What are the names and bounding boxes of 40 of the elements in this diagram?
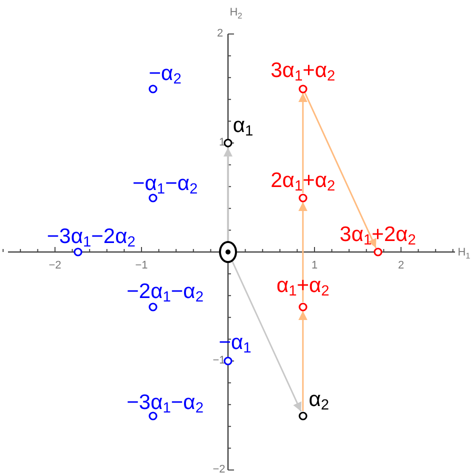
- root-label: −2α$_{1}$−α$_{2}$: [126, 280, 204, 305]
- point-marker: [148, 84, 158, 93]
- root-label: −3α$_{1}$−2α$_{2}$: [46, 226, 136, 250]
- root-label: 2α$_{1}$+α$_{2}$: [270, 169, 336, 194]
- arrow: [231, 260, 302, 412]
- tick-label: 2: [398, 260, 404, 272]
- root-label: α$_{1}$: [232, 114, 254, 140]
- root-label: −α$_{2}$: [148, 62, 182, 87]
- root-label: −3α$_{1}$−α$_{2}$: [126, 391, 204, 416]
- tick-label: −2: [48, 260, 62, 272]
- tick-label: 1: [218, 138, 226, 148]
- point-marker: [148, 193, 158, 202]
- point-marker: [373, 248, 382, 256]
- arrow: [298, 202, 308, 302]
- tick-label: −2: [212, 464, 226, 475]
- tick-label: 1: [311, 260, 318, 272]
- root-label: 3α$_{1}$+2α$_{2}$: [340, 224, 416, 248]
- arrow: [298, 93, 308, 193]
- arrow: [304, 92, 377, 248]
- root-label: 3α$_{1}$+α$_{2}$: [270, 59, 336, 84]
- point-marker: [298, 84, 308, 93]
- axis-label: H$_{1}$: [458, 247, 470, 261]
- root-label: −α$_{1}$−α$_{2}$: [132, 172, 198, 197]
- point-marker: [148, 302, 158, 311]
- point-marker: [298, 193, 308, 202]
- point-marker: [224, 138, 232, 148]
- arrow: [224, 148, 232, 242]
- tick-label: −1: [135, 260, 148, 272]
- axis-label: H$_{2}$: [230, 7, 242, 21]
- point-marker: [298, 302, 308, 311]
- point-marker: [224, 356, 232, 366]
- tick-label: 2: [216, 28, 224, 40]
- arrow: [298, 311, 308, 411]
- point-marker: [74, 248, 83, 256]
- point-marker: [148, 411, 158, 420]
- tick-label: −1: [212, 356, 226, 366]
- root-label: α$_{1}$+α$_{2}$: [276, 274, 330, 299]
- root-label: α$_{2}$: [308, 388, 330, 413]
- point-marker: [298, 411, 308, 420]
- origin-marker: [219, 241, 237, 263]
